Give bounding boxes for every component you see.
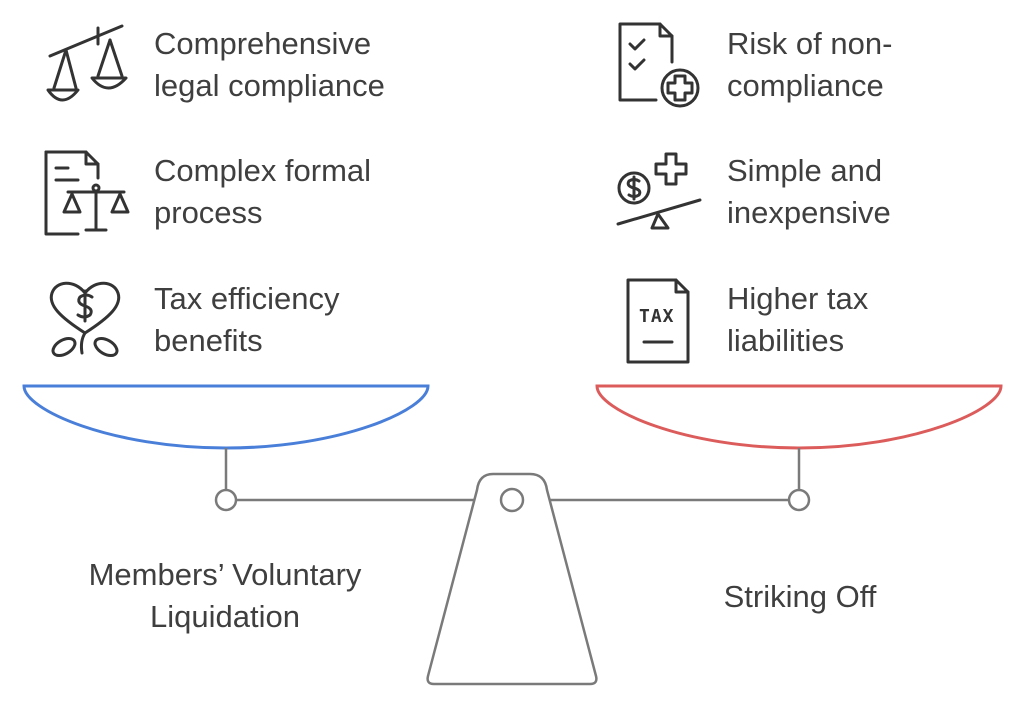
left-pivot — [214, 488, 238, 512]
left-pan — [22, 384, 430, 450]
right-pivot — [787, 488, 811, 512]
legal-scales-icon — [40, 18, 130, 108]
tax-icon-text: TAX — [639, 306, 675, 327]
checklist-plus-icon — [614, 18, 704, 108]
left-item-label-2: Complex formal process — [154, 153, 372, 230]
left-item-label-1: Comprehensive legal compliance — [154, 26, 385, 103]
center-pivot — [499, 487, 525, 513]
seesaw-dollar-icon — [612, 150, 702, 240]
right-item-label-1: Risk of non- compliance — [727, 26, 893, 103]
left-option-label: Members’ Voluntary Liquidation — [88, 557, 362, 634]
right-option-label: Striking Off — [723, 579, 877, 614]
left-item-label-3: Tax efficiency benefits — [154, 281, 340, 358]
right-pan — [595, 384, 1003, 450]
legal-document-icon — [38, 148, 130, 238]
right-item-label-2: Simple and inexpensive — [727, 153, 891, 230]
right-item-label-3: Higher tax liabilities — [727, 281, 869, 358]
tax-document-icon: TAX — [620, 276, 710, 366]
scale-base — [426, 472, 598, 686]
heart-dollar-icon — [40, 275, 130, 365]
